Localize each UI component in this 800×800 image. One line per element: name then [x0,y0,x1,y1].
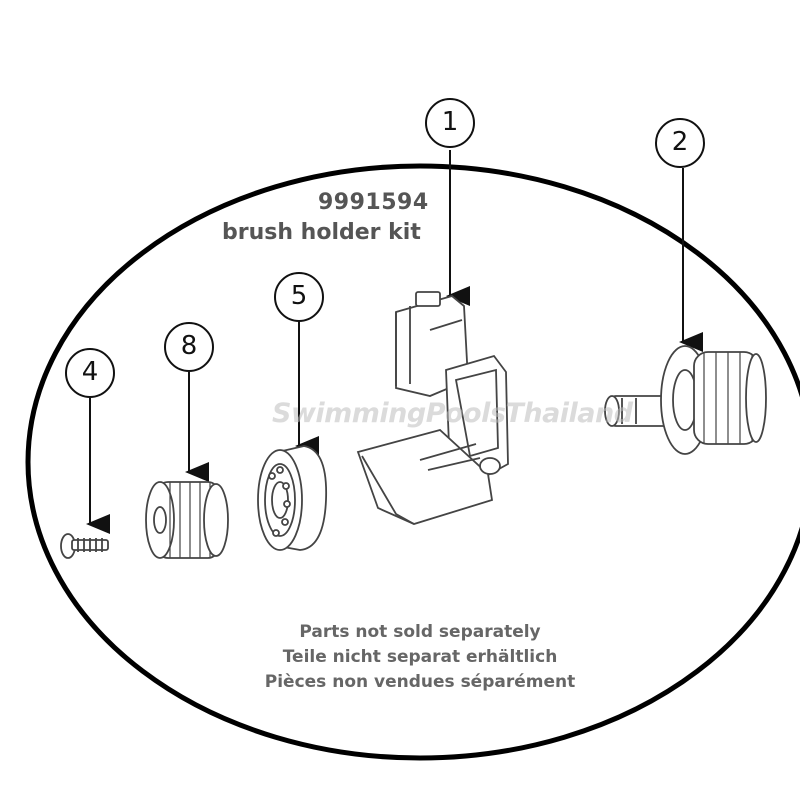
callout-5: 5 [274,272,324,322]
callout-8: 8 [164,322,214,372]
group-ellipse [25,163,800,761]
kit-name: brush holder kit [222,220,421,245]
bearing-part [257,445,328,551]
watermark-text: SwimmingPoolsThailand [272,398,633,429]
callout-2: 2 [655,118,705,168]
pulley-part [604,345,767,455]
gear-part [145,481,229,559]
notice-french: Pièces non vendues séparément [264,672,576,692]
callout-1: 1 [425,98,475,148]
notice-english: Parts not sold separately [299,622,541,642]
kit-code: 9991594 [318,190,429,215]
callout-4: 4 [65,348,115,398]
screw-part [60,533,109,559]
notice-german: Teile nicht separat erhältlich [282,647,558,667]
brush-holder-part [356,291,509,525]
